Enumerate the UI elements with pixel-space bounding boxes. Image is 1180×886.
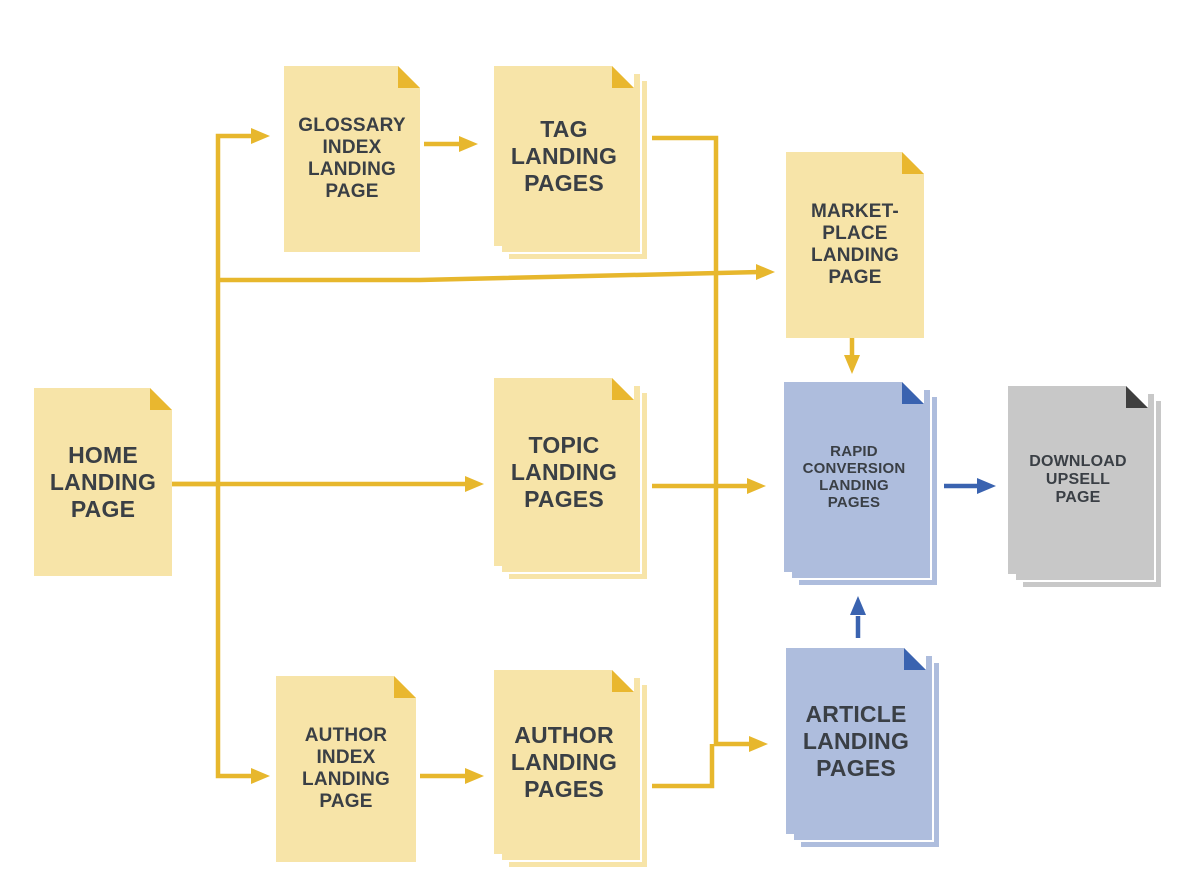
- node-article-landing-pages: ARTICLE LANDING PAGES: [786, 648, 940, 848]
- page-sheet-stack: [784, 382, 938, 586]
- page-sheet-stack: [34, 388, 172, 576]
- page-sheet-front: [494, 670, 634, 854]
- page-sheet-front: [284, 66, 420, 252]
- page-fold-corner: [150, 388, 172, 410]
- connector-home-to-author-index: [215, 484, 256, 779]
- arrowhead-home-to-author-index: [251, 768, 270, 784]
- page-sheet-stack: [786, 152, 924, 338]
- page-sheet-front: [784, 382, 924, 572]
- node-label: AUTHOR INDEX LANDING PAGE: [302, 725, 390, 812]
- page-fold-corner: [398, 66, 420, 88]
- page-fold-corner: [612, 378, 634, 400]
- page-fold-corner: [902, 152, 924, 174]
- arrowhead-topic-to-rapid-conversion: [747, 478, 766, 494]
- node-rapid-conversion-landing-pages: RAPID CONVERSION LANDING PAGES: [784, 382, 938, 586]
- arrowhead-marketplace-to-rapid-conversion: [844, 355, 860, 374]
- page-sheet-stack: [786, 648, 940, 848]
- node-home-landing-page: HOME LANDING PAGE: [34, 388, 172, 576]
- connector-home-to-marketplace: [218, 269, 761, 283]
- page-fold-corner: [904, 648, 926, 670]
- node-label: GLOSSARY INDEX LANDING PAGE: [298, 115, 406, 202]
- page-sheet-stack: [284, 66, 420, 252]
- page-sheet-stack: [276, 676, 416, 862]
- page-fold-corner: [612, 66, 634, 88]
- arrowhead-home-to-topic: [465, 476, 484, 492]
- node-label: TAG LANDING PAGES: [510, 115, 618, 196]
- page-sheet-front: [494, 378, 634, 566]
- arrowhead-author-index-to-author: [465, 768, 484, 784]
- page-fold-corner: [394, 676, 416, 698]
- page-sheet-front: [786, 152, 924, 338]
- page-sheet-front: [34, 388, 172, 576]
- page-fold-corner: [612, 670, 634, 692]
- page-sheet-stack: [1008, 386, 1162, 588]
- arrowhead-glossary-index-to-tag: [459, 136, 478, 152]
- node-label: MARKET- PLACE LANDING PAGE: [811, 201, 899, 288]
- page-sheet-front: [276, 676, 416, 862]
- arrowhead-home-to-marketplace: [756, 264, 775, 280]
- node-label: TOPIC LANDING PAGES: [510, 431, 618, 512]
- connector-author-to-article: [652, 744, 715, 789]
- page-fold-corner: [1126, 386, 1148, 408]
- page-sheet-stack: [494, 670, 648, 868]
- page-sheet-front: [494, 66, 634, 246]
- page-fold-corner: [902, 382, 924, 404]
- node-download-upsell-page: DOWNLOAD UPSELL PAGE: [1008, 386, 1162, 588]
- node-label: ARTICLE LANDING PAGES: [802, 700, 910, 781]
- arrowhead-tag-to-article: [749, 736, 768, 752]
- node-tag-landing-pages: TAG LANDING PAGES: [494, 66, 648, 260]
- node-glossary-index-landing-page: GLOSSARY INDEX LANDING PAGE: [284, 66, 420, 252]
- node-label: HOME LANDING PAGE: [49, 441, 157, 522]
- arrowhead-home-to-glossary-index: [251, 128, 270, 144]
- connector-home-to-glossary-index: [172, 133, 262, 487]
- arrowhead-article-to-rapid-conversion: [850, 596, 866, 615]
- node-author-landing-pages: AUTHOR LANDING PAGES: [494, 670, 648, 868]
- node-topic-landing-pages: TOPIC LANDING PAGES: [494, 378, 648, 580]
- page-sheet-stack: [494, 66, 648, 260]
- node-author-index-landing-page: AUTHOR INDEX LANDING PAGE: [276, 676, 416, 862]
- node-label: RAPID CONVERSION LANDING PAGES: [802, 443, 906, 511]
- arrowhead-rapid-conversion-to-download-upsell: [977, 478, 996, 494]
- connector-tag-to-article: [652, 135, 752, 747]
- page-sheet-front: [786, 648, 926, 834]
- node-label: AUTHOR LANDING PAGES: [510, 721, 618, 802]
- page-sheet-stack: [494, 378, 648, 580]
- page-sheet-front: [1008, 386, 1148, 574]
- node-marketplace-landing-page: MARKET- PLACE LANDING PAGE: [786, 152, 924, 338]
- node-label: DOWNLOAD UPSELL PAGE: [1029, 453, 1127, 506]
